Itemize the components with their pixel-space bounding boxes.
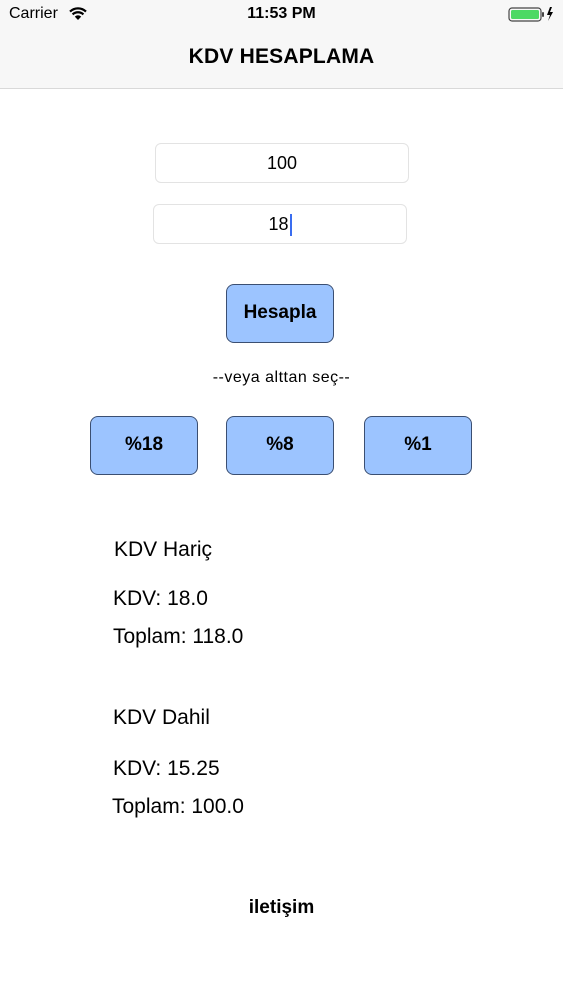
- amount-input[interactable]: 100: [155, 143, 409, 183]
- rate-value: 18: [268, 214, 289, 234]
- kdv-included-total: Toplam: 100.0: [112, 795, 244, 818]
- charging-bolt-icon: [547, 7, 553, 21]
- contact-link[interactable]: iletişim: [248, 897, 315, 918]
- text-caret: [289, 214, 292, 237]
- calculate-button[interactable]: Hesapla: [226, 284, 334, 343]
- carrier-label: Carrier: [9, 5, 58, 22]
- kdv-included-amount: KDV: 15.25: [113, 757, 220, 780]
- rate-input[interactable]: 18: [153, 204, 407, 244]
- kdv-excluded-heading: KDV Hariç: [114, 538, 213, 561]
- wifi-icon: [69, 7, 87, 20]
- rate-8-label: %8: [266, 434, 294, 455]
- kdv-excluded-total: Toplam: 118.0: [113, 625, 244, 648]
- page-title: KDV HESAPLAMA: [188, 45, 375, 68]
- calculate-label: Hesapla: [243, 302, 317, 323]
- rate-8-button[interactable]: %8: [226, 416, 334, 475]
- rate-18-button[interactable]: %18: [90, 416, 198, 475]
- rate-18-label: %18: [124, 434, 164, 455]
- amount-value: 100: [266, 153, 298, 173]
- status-bar: Carrier 11:53 PM: [0, 0, 563, 30]
- status-time: 11:53 PM: [247, 5, 316, 22]
- rate-1-label: %1: [404, 434, 432, 455]
- kdv-excluded-amount: KDV: 18.0: [113, 587, 208, 610]
- battery-icon: [508, 7, 553, 22]
- kdv-included-heading: KDV Dahil: [113, 706, 210, 729]
- or-choose-label: --veya alttan seç--: [212, 369, 351, 386]
- rate-1-button[interactable]: %1: [364, 416, 472, 475]
- navigation-bar: KDV HESAPLAMA: [0, 30, 563, 89]
